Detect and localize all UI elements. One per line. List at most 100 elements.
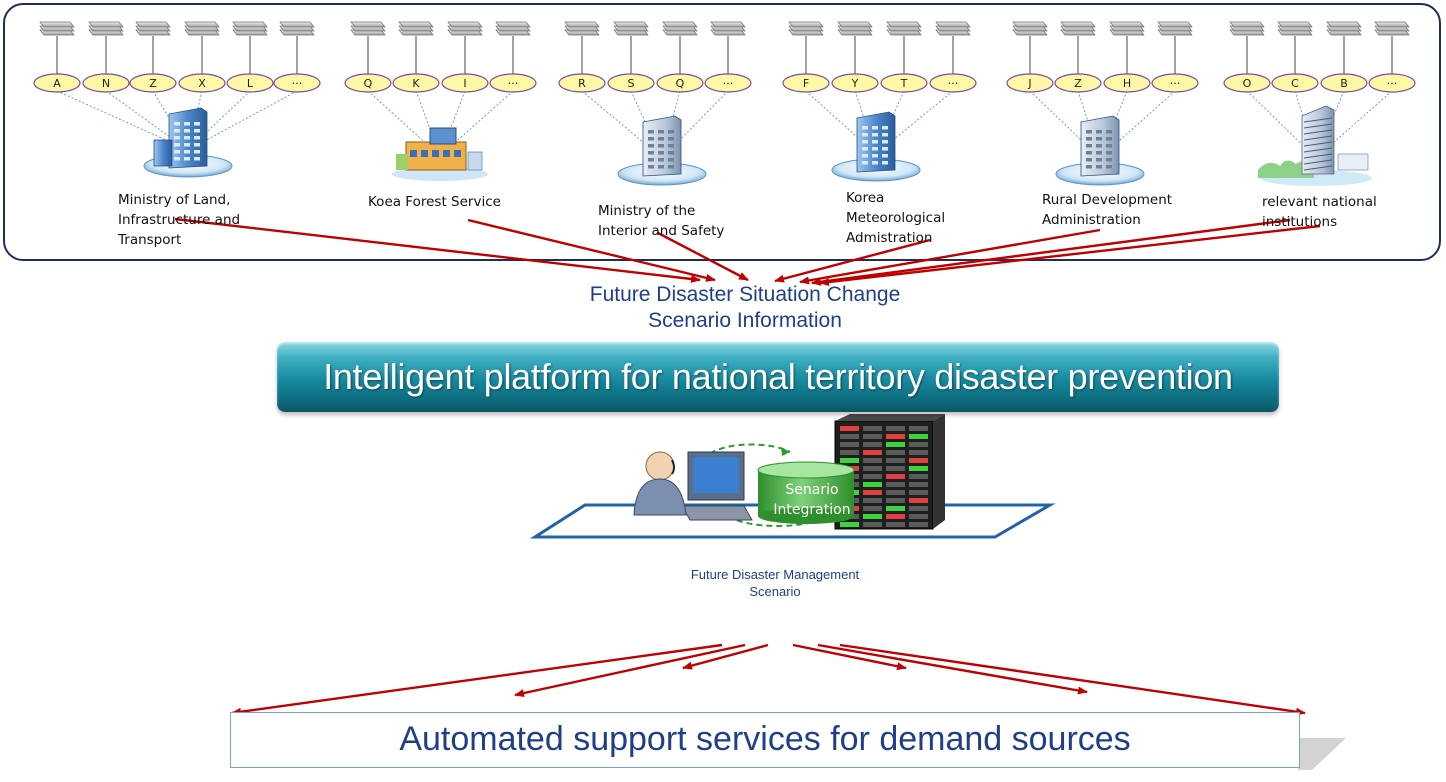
source-oval — [344, 73, 392, 93]
source-label: ··· — [723, 77, 734, 90]
agency-label-rural-development: Rural Development Administration — [1042, 192, 1173, 228]
source-oval — [226, 73, 274, 93]
building-window — [194, 122, 200, 126]
integration-label-line: Senario — [785, 482, 838, 498]
document-sheet — [350, 21, 386, 28]
source-label: J — [1027, 77, 1031, 90]
building-window — [882, 133, 888, 137]
server-led — [909, 474, 928, 479]
building-window — [1096, 158, 1102, 162]
building-window — [862, 126, 868, 130]
flow-arrow — [231, 643, 723, 716]
flow-arrow — [174, 217, 701, 283]
document-sheet — [613, 21, 649, 28]
agency-label-ministry-land: Ministry of Land, Infrastructure and Tra… — [118, 192, 241, 248]
building-window — [174, 122, 180, 126]
building-window — [658, 151, 664, 155]
document-sheet — [1374, 21, 1410, 28]
tower-stripe — [1303, 129, 1333, 135]
server-led — [863, 490, 882, 495]
flow-arrow — [839, 643, 1306, 716]
document-sheet — [1012, 21, 1048, 28]
server-led — [863, 498, 882, 503]
server-led — [886, 434, 905, 439]
document-stack-icon — [232, 21, 268, 36]
source-oval — [1103, 73, 1151, 93]
source-oval — [831, 73, 879, 93]
db-bottom — [758, 508, 854, 524]
server-led — [909, 466, 928, 471]
building-window — [882, 126, 888, 130]
source-oval — [441, 73, 489, 93]
tower-stripe — [1303, 123, 1333, 129]
document-stack-icon — [613, 21, 649, 36]
building-window — [648, 158, 654, 162]
tower-stripe — [1303, 117, 1333, 123]
tower-stripe — [1303, 141, 1333, 147]
source-oval — [129, 73, 177, 93]
document-stack-icon — [788, 21, 824, 36]
source-label: C — [1291, 77, 1299, 90]
source-label: ··· — [1387, 77, 1398, 90]
building-window — [1086, 151, 1092, 155]
server-led — [863, 466, 882, 471]
services-box-shadow — [1298, 738, 1346, 770]
flow-arrow — [682, 643, 769, 670]
building-window — [862, 147, 868, 151]
building-window — [1096, 137, 1102, 141]
building-window — [862, 133, 868, 137]
scenario-info-label: Future Disaster Situation Change Scenari… — [589, 283, 901, 332]
server-led — [886, 442, 905, 447]
source-label: Q — [364, 77, 373, 90]
building-window — [658, 144, 664, 148]
server-led — [886, 426, 905, 431]
building-window — [194, 129, 200, 133]
building-window — [872, 126, 878, 130]
building-window — [1096, 151, 1102, 155]
document-stack-icon — [39, 21, 75, 36]
server-led — [840, 450, 859, 455]
services-box: Automated support services for demand so… — [230, 712, 1300, 768]
building-icon — [617, 115, 707, 186]
document-sheet — [837, 21, 873, 28]
building-icon — [392, 127, 488, 181]
building-window — [184, 157, 190, 161]
tree — [396, 154, 408, 170]
building-window — [194, 143, 200, 147]
building-window — [1106, 130, 1112, 134]
server-led — [886, 450, 905, 455]
source-oval — [558, 73, 606, 93]
building-window — [862, 140, 868, 144]
building-window — [668, 165, 674, 169]
tower-stripe — [1303, 147, 1333, 153]
server-led — [840, 442, 859, 447]
building-window — [862, 154, 868, 158]
document-sheet — [935, 21, 971, 28]
server-led — [909, 490, 928, 495]
building-window — [872, 154, 878, 158]
document-sheet — [710, 21, 746, 28]
building-window — [184, 122, 190, 126]
building-window — [882, 161, 888, 165]
agencies-box — [3, 3, 1441, 261]
flow-arrow — [467, 218, 716, 282]
shrubs — [1258, 160, 1314, 178]
document-sheet — [232, 21, 268, 28]
document-sheet — [279, 21, 315, 28]
building-window — [1106, 165, 1112, 169]
document-sheet — [1109, 21, 1145, 28]
building-window — [648, 144, 654, 148]
flow-arrow — [819, 224, 1321, 286]
server-led — [863, 506, 882, 511]
server-led — [909, 522, 928, 527]
source-oval — [178, 73, 226, 93]
document-sheet — [788, 21, 824, 28]
operator-head — [645, 451, 675, 481]
building-window — [658, 165, 664, 169]
server-led — [863, 482, 882, 487]
document-sheet — [1277, 21, 1313, 28]
tower-stripe — [1303, 135, 1333, 141]
source-oval — [1223, 73, 1271, 93]
